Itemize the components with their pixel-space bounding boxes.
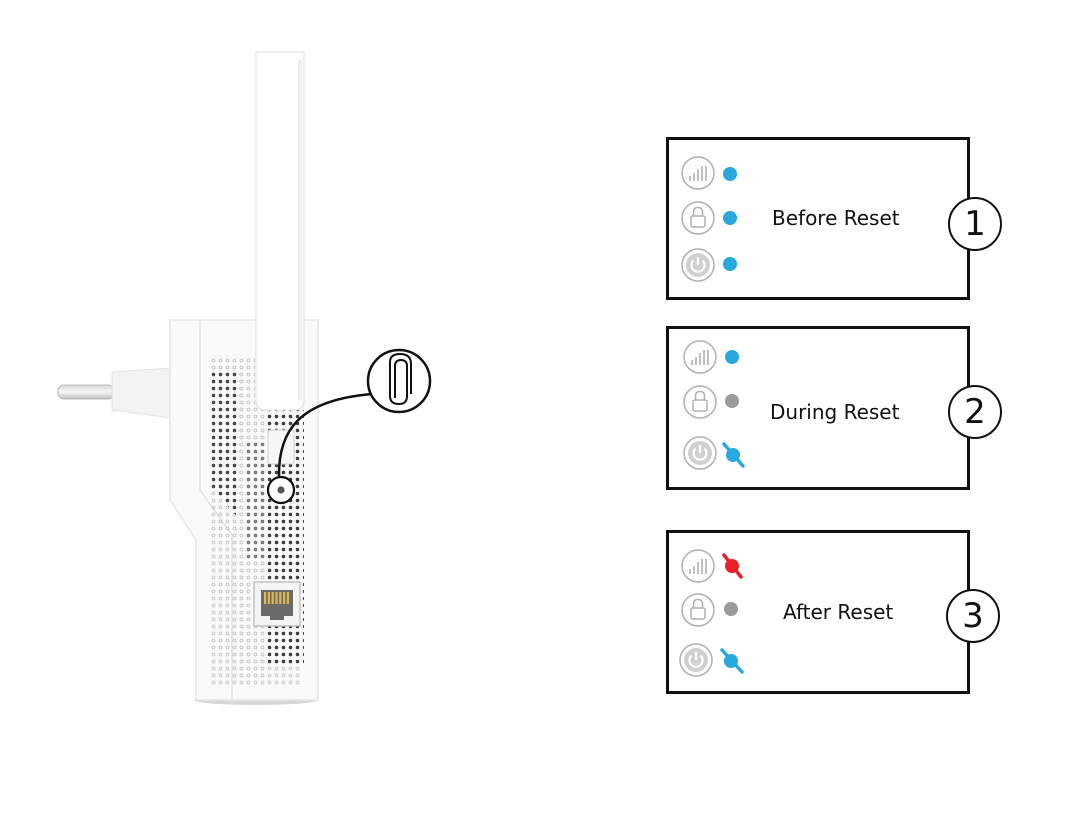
antenna [255,51,305,411]
lock-icon [681,201,715,235]
step-number-3: 3 [946,589,1000,643]
step-label: Before Reset [772,206,900,230]
led-signal-blue [725,350,739,364]
led-wps-off [724,602,738,616]
step-label: After Reset [783,600,894,624]
step-number-1: 1 [948,197,1002,251]
reset-hole-icon [266,475,296,505]
step-panel-after-reset: After Reset [666,530,970,694]
signal-icon [683,340,717,374]
paperclip-icon [366,348,432,414]
led-power-blue [723,257,737,271]
signal-icon [681,549,715,583]
led-signal-blinking-red [722,553,743,579]
power-icon [681,248,715,282]
led-power-blinking-blue [720,648,744,674]
led-power-blinking-blue [722,442,745,468]
step-number-2: 2 [948,385,1002,439]
range-extender-device [57,51,432,705]
lock-icon [681,593,715,627]
led-wps-off [725,394,739,408]
step-label: During Reset [770,400,900,424]
led-wps-blue [723,211,737,225]
led-icons [683,340,745,470]
ethernet-port-icon [253,581,301,627]
power-icon [679,643,713,677]
step-panel-during-reset: During Reset [666,326,970,490]
signal-icon [681,156,715,190]
power-icon [683,436,717,470]
lock-icon [683,385,717,419]
led-signal-blue [723,167,737,181]
plug-pin [57,384,115,400]
step-panel-before-reset: Before Reset [666,137,970,300]
led-icons [681,156,737,282]
reset-pointer-line [277,392,373,478]
led-icons [679,549,744,677]
